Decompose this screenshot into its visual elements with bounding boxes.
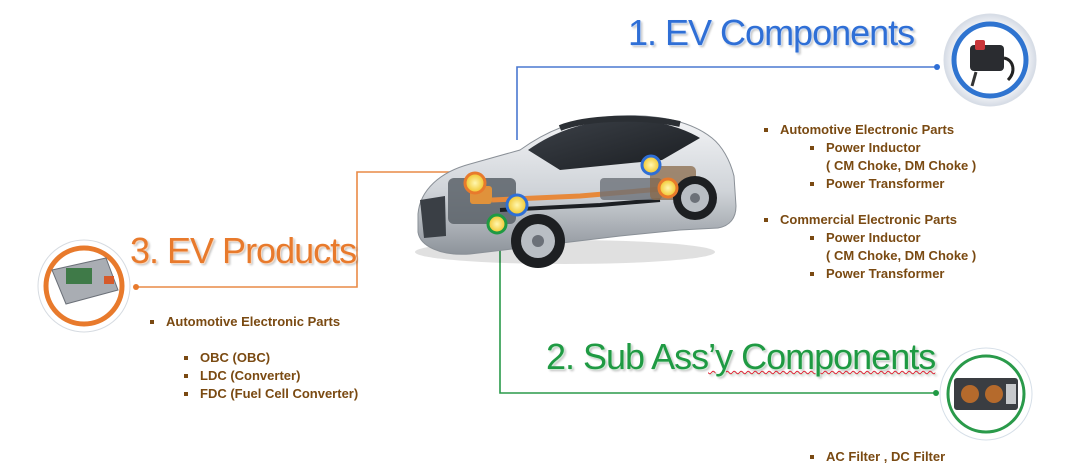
list-item-detail: ( CM Choke, DM Choke )	[826, 158, 977, 173]
list-item: OBC (OBC)	[184, 349, 358, 367]
connector-end-green	[933, 390, 939, 396]
ev-components-title: 1. EV Components	[628, 12, 915, 53]
ev-products-list: Automotive Electronic Parts OBC (OBC) LD…	[150, 313, 358, 403]
list-item: FDC (Fuel Cell Converter)	[184, 385, 358, 403]
list-item: LDC (Converter)	[184, 367, 358, 385]
highlight-orange-rear	[657, 177, 679, 199]
connector-end-orange	[133, 284, 139, 290]
sub-assy-title-tail: ’y Components	[708, 336, 936, 377]
sub-assy-title-main: 2. Sub Ass	[546, 336, 709, 377]
list-item-detail: ( CM Choke, DM Choke )	[826, 248, 977, 263]
list-item: Power Inductor	[810, 139, 976, 157]
car-illustration	[415, 115, 737, 268]
highlight-blue-front	[505, 193, 529, 217]
connector-line-blue	[516, 66, 936, 140]
ev-products-badge	[37, 239, 131, 333]
sub-assy-badge	[939, 347, 1033, 441]
list-item: Automotive Electronic Parts	[150, 313, 358, 331]
list-item: AC Filter , DC Filter	[810, 448, 945, 466]
list-item: Power Inductor	[810, 229, 976, 247]
highlight-green-front	[486, 213, 508, 235]
connector-end-blue	[934, 64, 940, 70]
sub-assy-list: AC Filter , DC Filter	[810, 448, 945, 466]
ev-components-badge	[943, 13, 1037, 107]
list-item: Power Transformer	[810, 175, 976, 193]
highlight-blue-rear	[640, 154, 662, 176]
list-item: Power Transformer	[810, 265, 976, 283]
sub-assy-components-title: 2. Sub Ass’y Components	[546, 336, 936, 378]
list-item: Automotive Electronic Parts	[764, 121, 976, 139]
connector-line-green	[499, 230, 935, 394]
list-item: Commercial Electronic Parts	[764, 211, 976, 229]
ev-products-title: 3. EV Products	[130, 230, 357, 271]
ev-components-list: Automotive Electronic Parts Power Induct…	[764, 121, 976, 283]
highlight-orange-front	[463, 171, 487, 195]
connector-line-orange	[137, 171, 470, 288]
